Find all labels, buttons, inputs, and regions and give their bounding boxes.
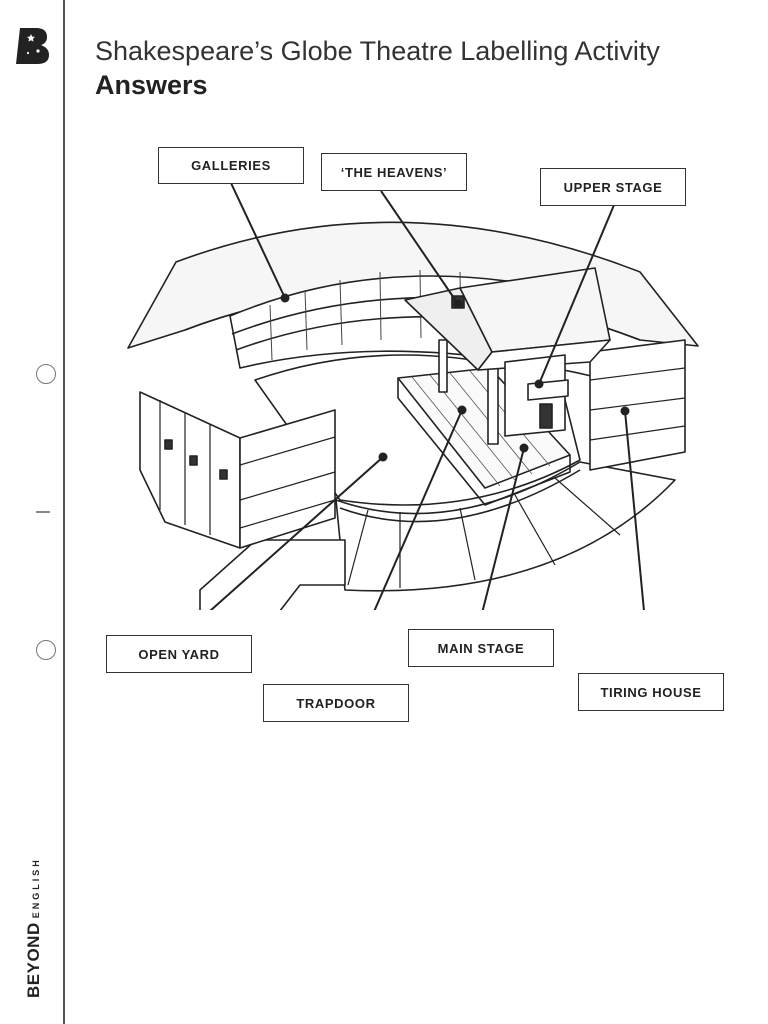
brand-name-bold: BEYOND [24, 922, 43, 998]
brand-name-light: ENGLISH [31, 857, 41, 918]
label-tiring-house: TIRING HOUSE [578, 673, 724, 711]
page-title: Shakespeare’s Globe Theatre Labelling Ac… [95, 36, 660, 67]
beyond-logo-icon [14, 24, 50, 66]
brand-wordmark: BEYOND ENGLISH [24, 857, 44, 998]
page-margin-line [63, 0, 65, 1024]
label-trapdoor: TRAPDOOR [263, 684, 409, 722]
fold-mark [36, 511, 50, 513]
punch-hole-bottom [36, 640, 56, 660]
punch-hole-top [36, 364, 56, 384]
label-upper-stage: UPPER STAGE [540, 168, 686, 206]
label-galleries: GALLERIES [158, 147, 304, 184]
globe-theatre-illustration [100, 140, 720, 610]
label-open-yard: OPEN YARD [106, 635, 252, 673]
label-the-heavens: ‘THE HEAVENS’ [321, 153, 467, 191]
page-subtitle: Answers [95, 70, 208, 101]
label-main-stage: MAIN STAGE [408, 629, 554, 667]
